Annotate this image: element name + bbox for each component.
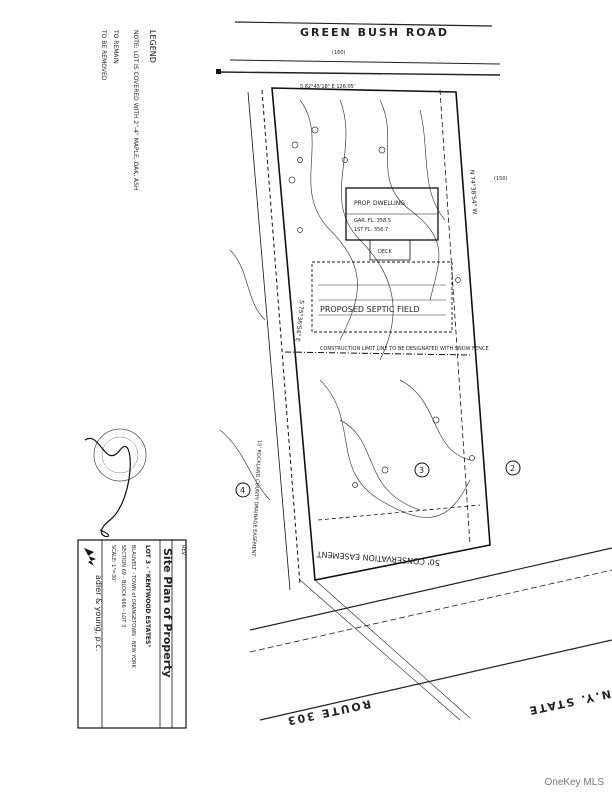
north-road-label: GREEN BUSH ROAD xyxy=(300,26,449,39)
lot-boundary xyxy=(247,87,491,591)
drainage-easement: 15' ROCKLAND COUNTY DRAINAGE EASEMENT xyxy=(250,440,262,558)
conservation-easement: 50' CONSERVATION EASEMENT xyxy=(316,504,481,567)
garage-label: GAR. FL. 358.5 xyxy=(354,218,391,224)
south-state-label-group: N.Y. STATE xyxy=(526,687,612,717)
svg-text:50' CONSERVATION EASEMENT: 50' CONSERVATION EASEMENT xyxy=(316,549,440,567)
legend-note: NOTE: LOT IS COVERED WITH 2"-4" MAPLE, O… xyxy=(132,30,139,190)
lot-west-label: 4 xyxy=(240,486,245,495)
south-state-label: N.Y. STATE xyxy=(526,687,612,717)
legend-to-remain: TO REMAIN xyxy=(112,29,119,64)
engineer-seal xyxy=(84,428,147,538)
north-bearing-label: S 82°45'18" E 126.05' xyxy=(300,84,355,90)
west-bearing: S 75°36'54" E xyxy=(294,300,305,342)
contour-150-label: (150) xyxy=(494,176,507,182)
green-bush-road: GREEN BUSH ROAD (160) xyxy=(216,21,501,76)
construction-limit: CONSTRUCTION LIMIT LINE TO BE DESIGNATED… xyxy=(284,346,489,356)
lot-east-label: 2 xyxy=(510,464,515,473)
contour-160-label: (160) xyxy=(332,50,345,56)
firm-logo-icon xyxy=(84,548,96,566)
first-floor-label: 1ST FL. 356.7 xyxy=(354,227,388,233)
lot-number-label: 3 xyxy=(419,466,424,475)
trees xyxy=(288,126,475,488)
east-bearing: N 74°38'54" W xyxy=(468,170,478,215)
firm-name: adler & young, p.c. xyxy=(94,575,103,651)
title-location: BLAUVELT - TOWN of ORANGETOWN - NEW YORK xyxy=(130,545,136,668)
dwelling-label: PROP. DWELLING xyxy=(354,200,405,207)
svg-text:N 74°38'54" W: N 74°38'54" W xyxy=(468,170,478,215)
title-main: Site Plan of Property xyxy=(161,548,174,678)
title-block: adler & young, p.c. SCALE: 1"=30' SECTIO… xyxy=(77,539,187,729)
svg-text:S 75°36'54" E: S 75°36'54" E xyxy=(294,300,305,342)
route-303 xyxy=(249,547,612,721)
svg-text:CONSTRUCTION LIMIT LINE TO BE: CONSTRUCTION LIMIT LINE TO BE DESIGNATED… xyxy=(320,346,489,352)
legend-to-be-removed: TO BE REMOVED xyxy=(100,29,107,81)
south-road-label-group: ROUTE 303 xyxy=(285,697,372,728)
legend: LEGEND NOTE: LOT IS COVERED WITH 2"-4" M… xyxy=(100,29,157,190)
watermark: OneKey MLS xyxy=(544,777,604,788)
title-section: SECTION 69 - BLOCK 666 - LOT 3 xyxy=(120,545,126,627)
lot-number-markers: 3 2 4 xyxy=(235,460,521,498)
septic-field: PROPOSED SEPTIC FIELD xyxy=(311,261,453,333)
title-lot: LOT 3 - "KENTWOOD ESTATES" xyxy=(144,545,151,647)
south-road-label: ROUTE 303 xyxy=(285,697,372,728)
septic-label: PROPOSED SEPTIC FIELD xyxy=(320,305,420,314)
deck-label: DECK xyxy=(378,249,393,255)
legend-heading: LEGEND xyxy=(148,30,157,63)
proposed-dwelling: PROP. DWELLING GAR. FL. 358.5 1ST FL. 35… xyxy=(345,187,439,261)
svg-text:15' ROCKLAND COUNTY DRAINAGE E: 15' ROCKLAND COUNTY DRAINAGE EASEMENT xyxy=(250,440,262,558)
title-scale: SCALE: 1"=30' xyxy=(110,545,116,582)
title-rev: REV. xyxy=(180,545,186,556)
